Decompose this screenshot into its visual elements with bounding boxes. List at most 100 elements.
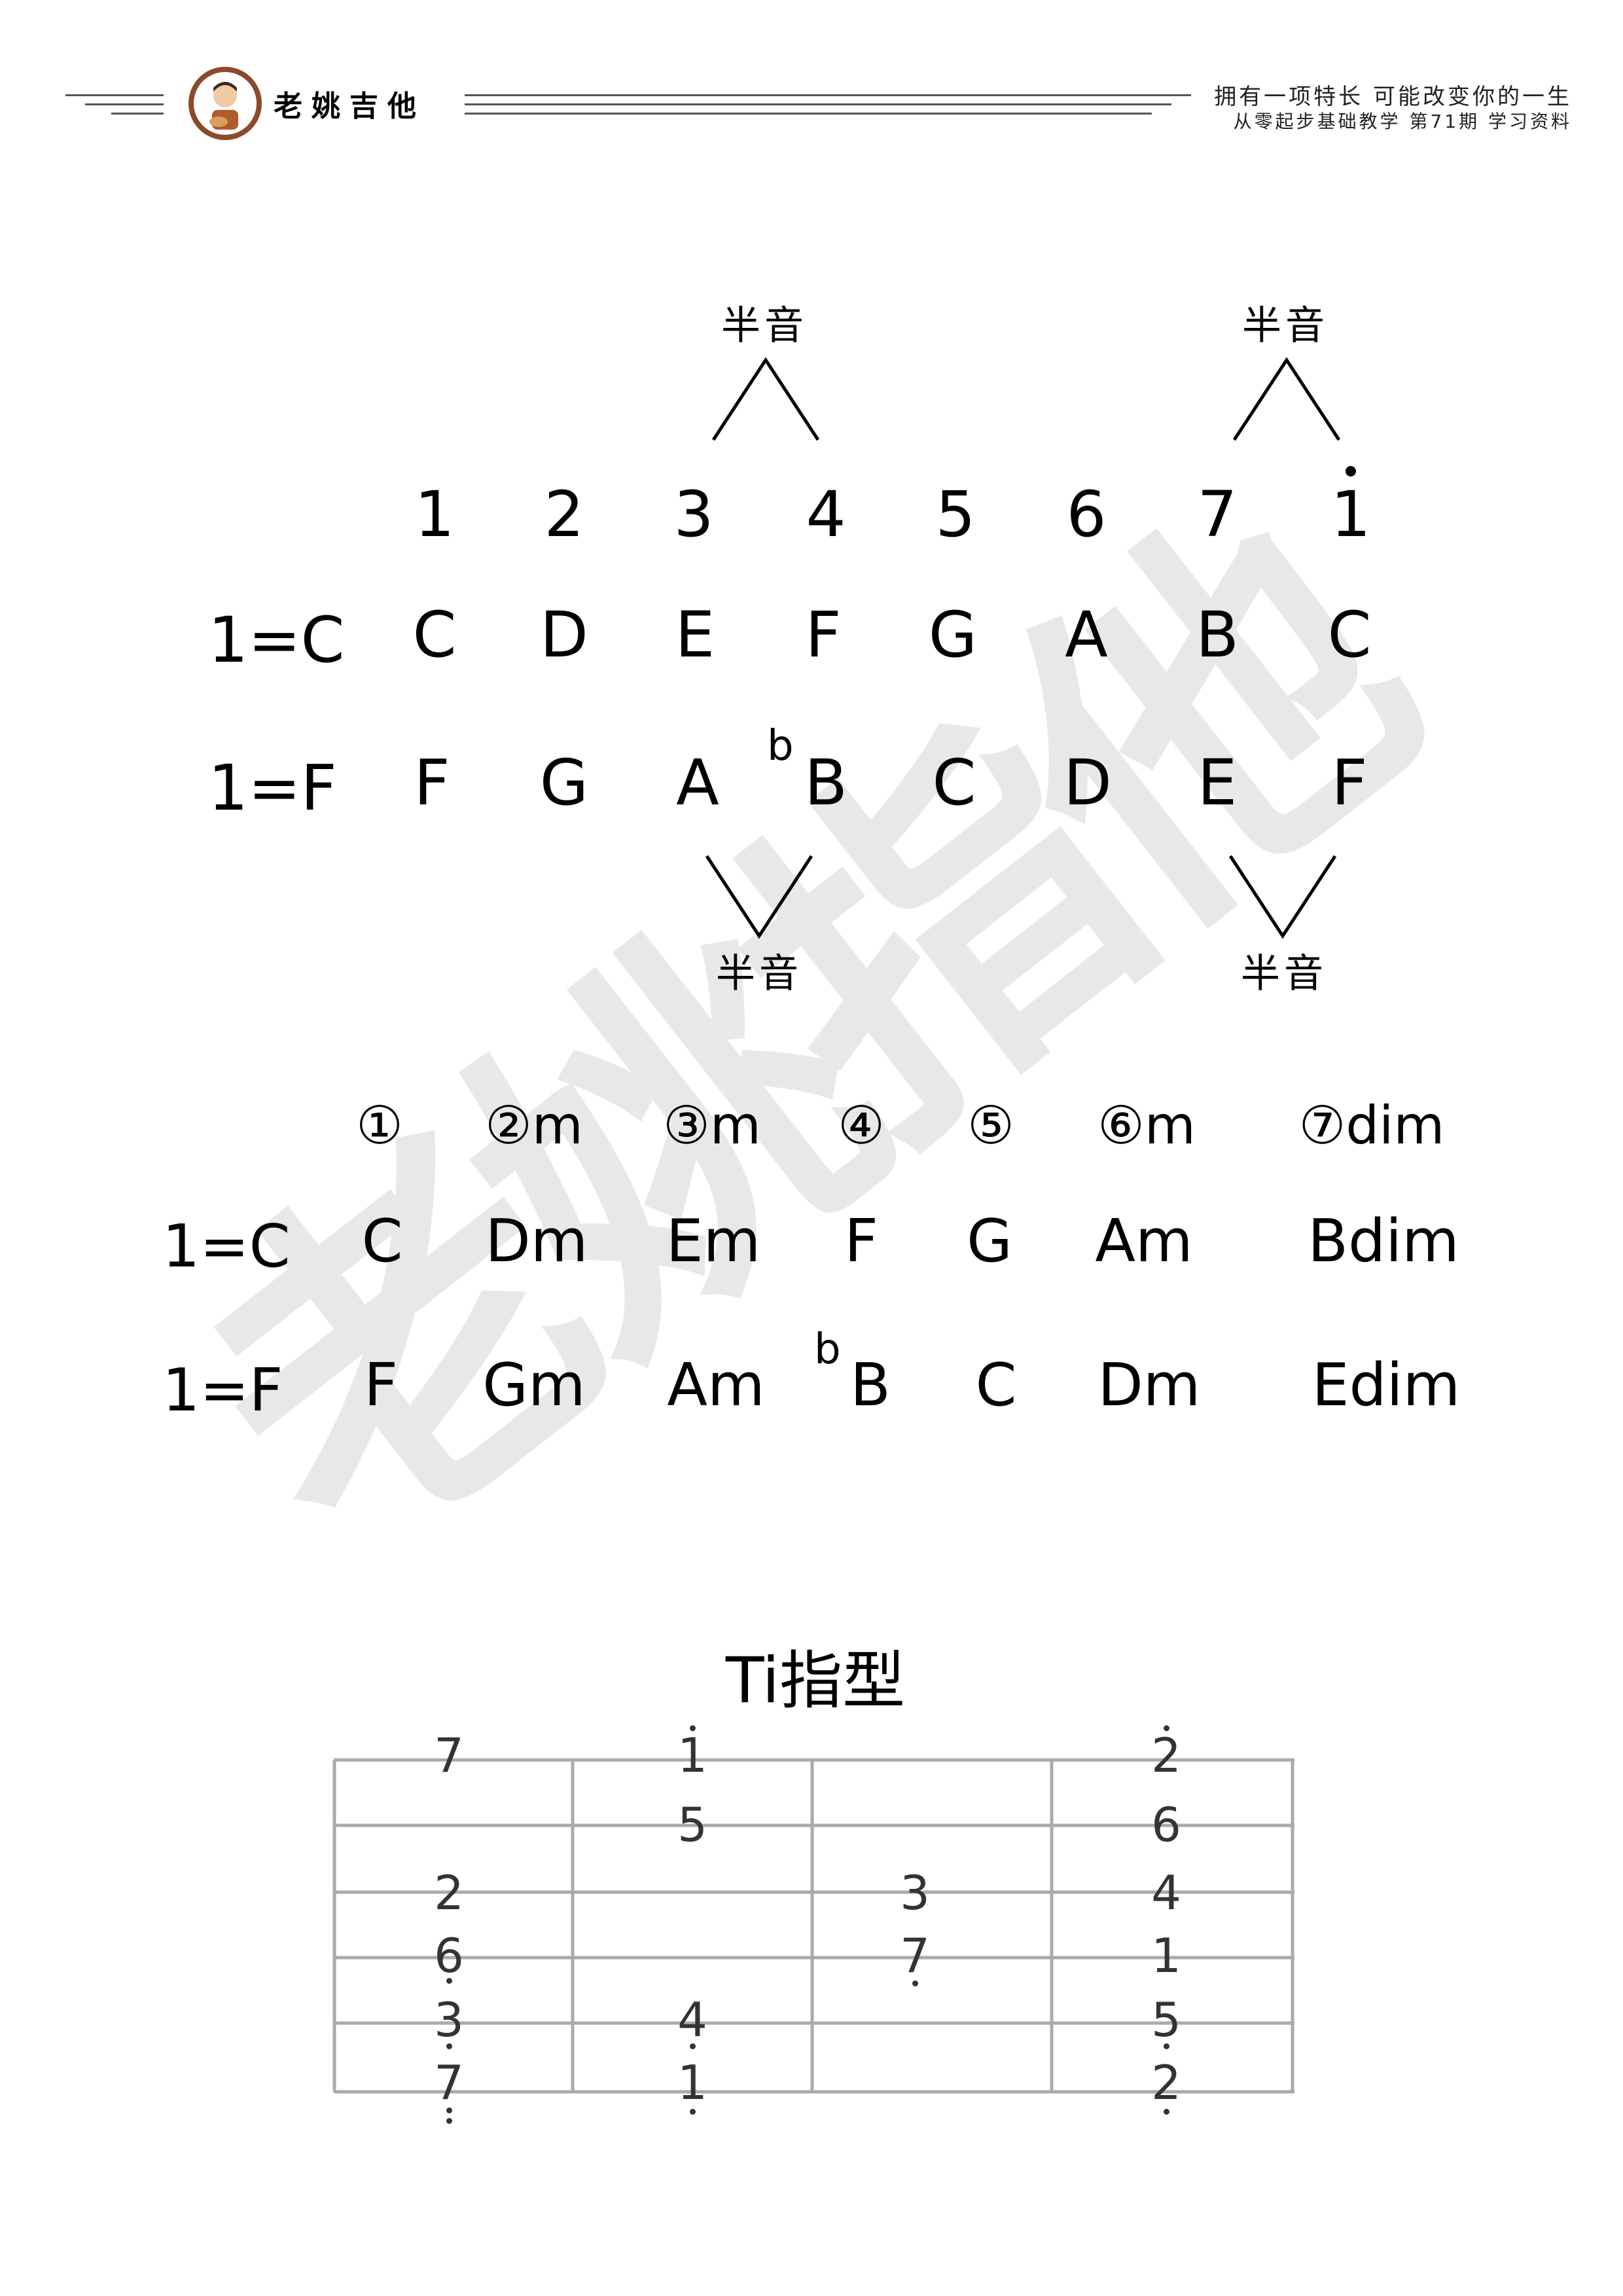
low-octave-dot [446, 2118, 452, 2124]
note: A [1065, 598, 1108, 672]
chord-name: C [361, 1207, 403, 1276]
key-label-f: 1=F [208, 751, 337, 825]
tab-note: 3 [900, 1865, 930, 1920]
low-octave-dot [446, 2108, 452, 2113]
chord-degree: ⑤ [967, 1095, 1014, 1156]
scale-number: 3 [673, 478, 714, 551]
scale-number: 1 [414, 478, 455, 551]
header-rule-left-3 [111, 113, 164, 115]
scale-number: 5 [935, 478, 976, 551]
scale-number-high: 1 [1330, 478, 1371, 551]
tab-note: 1 [1151, 1928, 1181, 1983]
key-label-c: 1=C [208, 603, 345, 677]
flat-sign: b [814, 1325, 841, 1374]
half-step-caret-up [711, 357, 820, 441]
note: F [805, 598, 842, 672]
low-octave-dot [1164, 2043, 1169, 2049]
note: F [414, 746, 450, 819]
note: E [675, 598, 715, 672]
header-rule-left [65, 94, 164, 96]
chord-key-c: 1=C [162, 1212, 291, 1281]
chord-name: Am [1095, 1207, 1193, 1276]
scale-number: 4 [806, 478, 846, 551]
chord-degree: ⑥m [1097, 1095, 1196, 1156]
high-octave-dot [690, 1725, 696, 1731]
low-octave-dot [446, 2043, 452, 2049]
note: G [928, 598, 978, 672]
header-rule-mid-2 [465, 103, 1171, 105]
chord-name: Dm [485, 1207, 588, 1276]
low-octave-dot [690, 2043, 696, 2049]
header-rule-left-2 [85, 103, 164, 105]
tab-note: 2 [434, 1865, 464, 1920]
tab-note: 1 [677, 2055, 707, 2110]
high-octave-dot [1346, 466, 1356, 476]
tab-note: 5 [1151, 1992, 1181, 2047]
header-rule-mid-3 [465, 113, 1152, 115]
half-step-label: 半音 [721, 303, 808, 349]
note: B [804, 746, 847, 819]
tab-note: 6 [1151, 1797, 1181, 1852]
scale-number: 7 [1197, 478, 1238, 551]
chord-degree: ① [356, 1095, 403, 1156]
note: D [540, 598, 588, 672]
half-step-caret-down [705, 855, 813, 939]
note: C [412, 598, 457, 672]
brand-name: 老姚吉他 [274, 90, 425, 123]
tab-note: 7 [434, 1728, 464, 1783]
low-octave-dot [446, 1978, 452, 1984]
chord-name: Em [666, 1207, 761, 1276]
tab-note: 3 [434, 1992, 464, 2047]
half-step-caret-down [1228, 855, 1337, 939]
chord-name: Am [667, 1351, 765, 1420]
tab-note: 6 [434, 1928, 464, 1983]
watermark: 老姚指他 [131, 457, 1467, 1632]
tab-note: 7 [900, 1928, 930, 1983]
chord-name: Edim [1311, 1351, 1461, 1420]
half-step-caret-up [1232, 357, 1341, 441]
chord-degree: ②m [485, 1095, 583, 1156]
tab-note: 4 [1151, 1865, 1181, 1920]
header-rule-mid [465, 94, 1191, 96]
half-step-label: 半音 [1242, 303, 1329, 349]
chord-degree: ⑦dim [1298, 1095, 1445, 1156]
tab-title: Ti指型 [725, 1644, 906, 1717]
chord-name: C [975, 1351, 1017, 1420]
note: G [539, 746, 589, 819]
chord-name: F [364, 1351, 398, 1420]
scale-number: 6 [1066, 478, 1107, 551]
chord-name: G [967, 1207, 1012, 1276]
low-octave-dot [912, 1981, 918, 1986]
tab-note: 1 [677, 1728, 707, 1783]
chord-name: Bdim [1308, 1207, 1459, 1276]
chord-key-f: 1=F [162, 1356, 283, 1425]
chord-name: F [844, 1207, 878, 1276]
chord-degree: ③m [663, 1095, 761, 1156]
note: C [932, 746, 976, 819]
tab-note: 7 [434, 2055, 464, 2110]
chord-name: Dm [1097, 1351, 1201, 1420]
chord-name: Gm [482, 1351, 586, 1420]
tab-note: 2 [1151, 1728, 1181, 1783]
note: F [1331, 746, 1368, 819]
note: E [1197, 746, 1238, 819]
chord-name: B [850, 1351, 891, 1420]
scale-number: 2 [544, 478, 584, 551]
chord-degree: ④ [838, 1095, 885, 1156]
low-octave-dot [690, 2109, 696, 2115]
note: B [1196, 598, 1239, 672]
header-subtitle: 从零起步基础教学 第71期 学习资料 [1233, 111, 1572, 132]
fretboard-grid [332, 1758, 1294, 2094]
note: D [1063, 746, 1112, 819]
half-step-label: 半音 [1241, 951, 1327, 997]
note: C [1327, 598, 1372, 672]
logo-icon [188, 67, 262, 140]
half-step-label: 半音 [716, 951, 802, 997]
high-octave-dot [1164, 1725, 1169, 1731]
tab-note: 4 [677, 1992, 707, 2047]
note: A [676, 746, 719, 819]
low-octave-dot [1164, 2109, 1169, 2115]
tab-note: 2 [1151, 2055, 1181, 2110]
header-slogan: 拥有一项特长 可能改变你的一生 [1214, 84, 1572, 110]
tab-note: 5 [677, 1797, 707, 1852]
